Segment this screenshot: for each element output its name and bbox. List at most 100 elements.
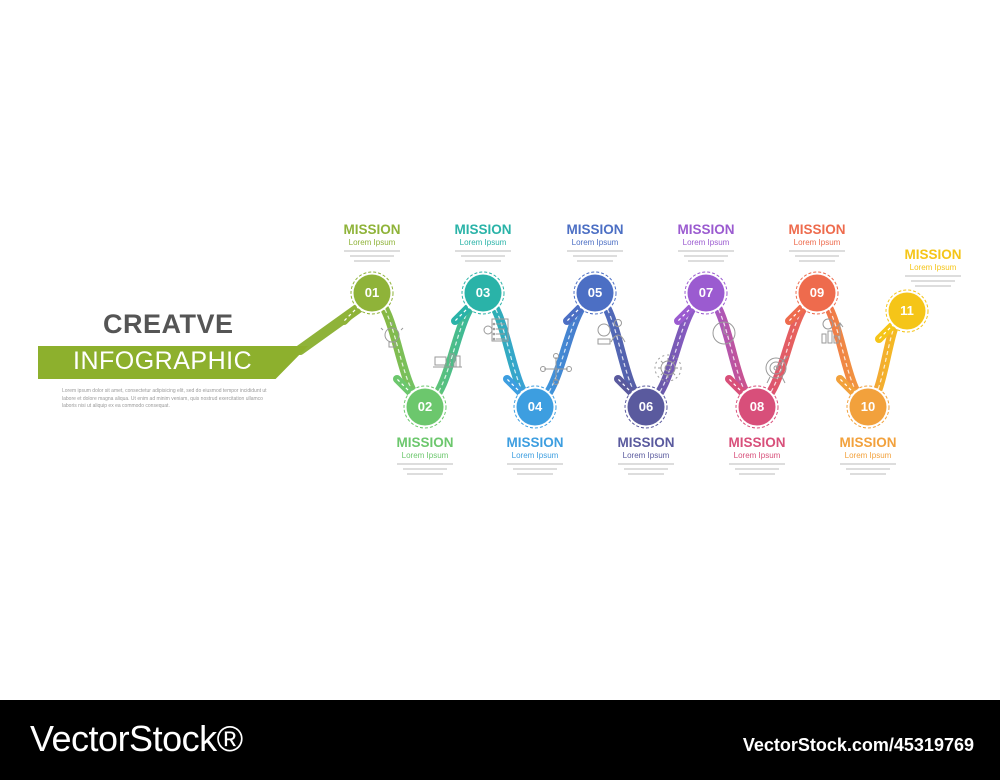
placeholder-text-line <box>397 463 453 465</box>
timeline-graphic <box>295 271 929 429</box>
placeholder-text-line <box>735 468 779 470</box>
infographic-canvas: CREATVE INFOGRAPHIC Lorem ipsum dolor si… <box>38 222 993 475</box>
checklist-icon <box>483 318 509 342</box>
placeholder-text-line <box>846 468 890 470</box>
step-subtitle: Lorem Ipsum <box>793 238 841 247</box>
step-number: 02 <box>417 399 433 414</box>
infographic-banner <box>38 346 308 379</box>
placeholder-text-line <box>739 473 775 475</box>
timeline-dash <box>645 292 707 408</box>
placeholder-text-line <box>915 285 951 287</box>
placeholder-text-line <box>407 473 443 475</box>
placeholder-text-line <box>628 473 664 475</box>
placeholder-text-line <box>461 255 505 257</box>
desk-icon <box>433 353 462 368</box>
clock-icon <box>712 321 736 345</box>
placeholder-text-line <box>403 468 447 470</box>
step-circle <box>849 388 887 426</box>
infographic-description: Lorem ipsum dolor sit amet, consectetur … <box>62 388 267 409</box>
placeholder-text-line <box>354 260 390 262</box>
step-title: MISSION <box>904 247 962 262</box>
step-number: 07 <box>698 285 714 300</box>
step-subtitle: Lorem Ipsum <box>733 451 781 460</box>
step-title: MISSION <box>617 435 675 450</box>
step-number: 10 <box>860 399 876 414</box>
step-title: MISSION <box>677 222 735 237</box>
placeholder-text-line <box>795 255 839 257</box>
infographic-title-banner: INFOGRAPHIC <box>73 347 253 375</box>
timeline-dash <box>482 292 536 408</box>
teamwork-icon <box>540 353 572 385</box>
placeholder-text-line <box>507 463 563 465</box>
step-circle <box>516 388 554 426</box>
placeholder-text-line <box>799 260 835 262</box>
placeholder-text-line <box>789 250 845 252</box>
step-number: 08 <box>749 399 765 414</box>
step-title: MISSION <box>506 435 564 450</box>
placeholder-text-line <box>850 473 886 475</box>
step-circle <box>627 388 665 426</box>
placeholder-text-line <box>465 260 501 262</box>
step-circle <box>798 274 836 312</box>
placeholder-text-line <box>567 250 623 252</box>
step-circle <box>738 388 776 426</box>
placeholder-text-line <box>455 250 511 252</box>
placeholder-text-line <box>678 250 734 252</box>
step-number: 01 <box>364 285 380 300</box>
timeline-dash <box>424 292 484 408</box>
vectorstock-logo: VectorStock® <box>30 718 243 759</box>
step-title: MISSION <box>343 222 401 237</box>
step-title: MISSION <box>839 435 897 450</box>
footer-bar <box>0 700 1000 780</box>
step-subtitle: Lorem Ipsum <box>622 451 670 460</box>
lightbulb-icon <box>380 322 404 348</box>
step-circle <box>406 388 444 426</box>
step-circle <box>576 274 614 312</box>
step-subtitle: Lorem Ipsum <box>682 238 730 247</box>
growth-icon <box>821 318 844 344</box>
step-number: 11 <box>900 303 914 318</box>
step-subtitle: Lorem Ipsum <box>401 451 449 460</box>
step-subtitle: Lorem Ipsum <box>348 238 396 247</box>
placeholder-text-line <box>624 468 668 470</box>
placeholder-text-line <box>350 255 394 257</box>
step-circle <box>353 274 391 312</box>
placeholder-text-line <box>729 463 785 465</box>
step-circle <box>464 274 502 312</box>
team-icon <box>597 319 626 345</box>
step-title: MISSION <box>788 222 846 237</box>
step-number: 09 <box>809 285 825 300</box>
step-title: MISSION <box>728 435 786 450</box>
step-number: 06 <box>638 399 654 414</box>
gear-icon <box>654 354 682 382</box>
step-title: MISSION <box>454 222 512 237</box>
placeholder-text-line <box>618 463 674 465</box>
step-subtitle: Lorem Ipsum <box>571 238 619 247</box>
placeholder-text-line <box>573 255 617 257</box>
step-subtitle: Lorem Ipsum <box>844 451 892 460</box>
placeholder-text-line <box>684 255 728 257</box>
placeholder-text-line <box>577 260 613 262</box>
step-title: MISSION <box>396 435 454 450</box>
placeholder-text-line <box>344 250 400 252</box>
timeline-dash <box>534 292 596 408</box>
step-title: MISSION <box>566 222 624 237</box>
step-number: 03 <box>475 285 491 300</box>
placeholder-text-line <box>840 463 896 465</box>
timeline-dash <box>371 292 426 408</box>
step-subtitle: Lorem Ipsum <box>511 451 559 460</box>
infographic-title-top: CREATVE <box>103 309 234 339</box>
placeholder-text-line <box>513 468 557 470</box>
vectorstock-image-id: VectorStock.com/45319769 <box>742 735 974 755</box>
target-icon <box>765 355 789 384</box>
placeholder-text-line <box>688 260 724 262</box>
